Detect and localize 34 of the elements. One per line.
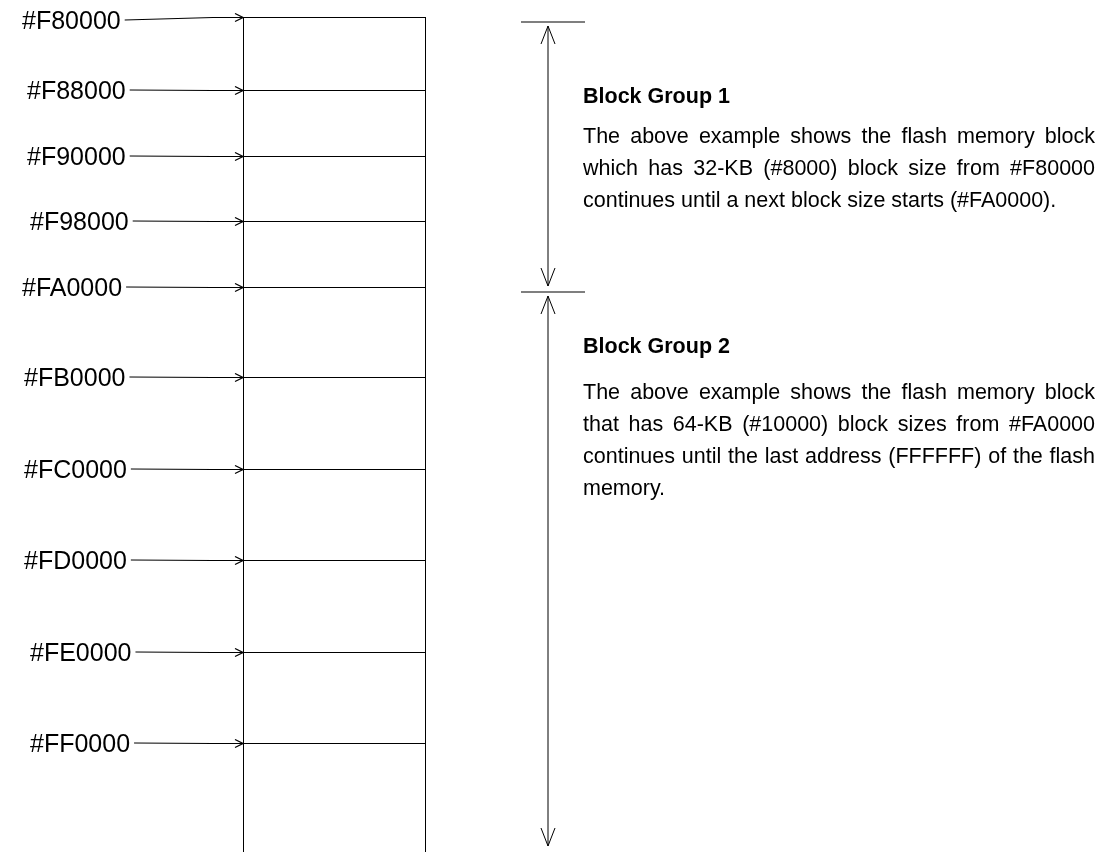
- memory-block: [243, 156, 426, 221]
- memory-block: [243, 377, 426, 469]
- address-label: #FC0000: [24, 454, 127, 484]
- arrow: [132, 216, 244, 227]
- arrow: [129, 85, 244, 96]
- address-label: #FF0000: [30, 728, 131, 758]
- arrow: [133, 738, 244, 749]
- group-heading: Block Group 1: [583, 84, 731, 109]
- address-label: #FE0000: [30, 637, 132, 667]
- arrow: [134, 647, 244, 658]
- address-label: #FA0000: [22, 272, 123, 302]
- group-heading: Block Group 2: [583, 334, 731, 359]
- address-label: #F98000: [30, 206, 129, 236]
- description-text: The above example shows the flash memory block which has 32-KB (#8000) block size from #F80000 continues until a next block size starts (#FA0000).: [583, 123, 1095, 214]
- address-label: #F90000: [27, 141, 126, 171]
- arrow: [128, 372, 244, 383]
- arrow: [130, 464, 244, 475]
- memory-block: [243, 652, 426, 743]
- memory-block: [243, 90, 426, 156]
- memory-block: [243, 17, 426, 90]
- memory-block: [243, 560, 426, 652]
- memory-block: [243, 287, 426, 377]
- address-label: #F88000: [27, 75, 126, 105]
- address-label: #FD0000: [24, 545, 127, 575]
- memory-block: [243, 469, 426, 560]
- arrow: [129, 151, 244, 162]
- description-text: The above example shows the flash memory block that has 64-KB (#10000) block sizes from #FA0000 continues until the last address (FFFFFF) of the flash memory.: [583, 379, 1095, 502]
- memory-block: [243, 221, 426, 287]
- arrow: [125, 282, 244, 293]
- memory-block: [243, 743, 426, 852]
- address-label: #FB0000: [24, 362, 126, 392]
- arrow: [130, 555, 244, 566]
- address-label: #F80000: [22, 5, 121, 35]
- arrow: [124, 12, 244, 23]
